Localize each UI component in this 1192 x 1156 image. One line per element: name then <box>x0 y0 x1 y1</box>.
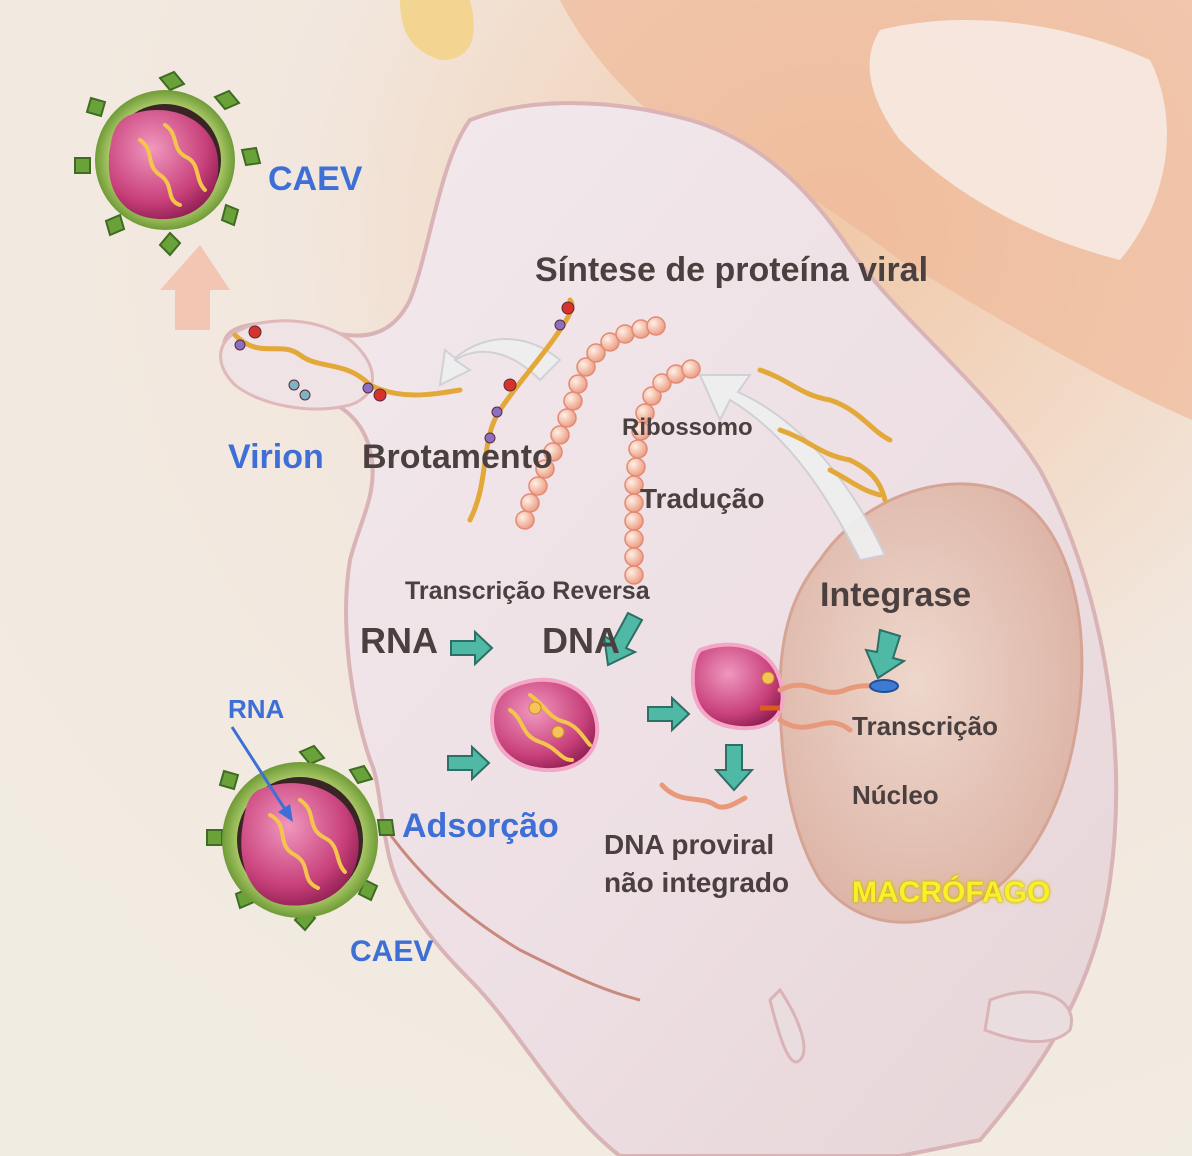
brotamento-label: Brotamento <box>362 440 553 474</box>
ribossomo-label: Ribossomo <box>622 416 753 440</box>
transcricao-label: Transcrição <box>852 713 998 739</box>
dna-label: DNA <box>542 623 620 659</box>
macrofago-label: MACRÓFAGO <box>852 878 1050 908</box>
rna-small-label: RNA <box>228 696 284 722</box>
pseudopod-right <box>985 992 1072 1042</box>
transcricao-reversa-label: Transcrição Reversa <box>405 579 650 604</box>
rna-label: RNA <box>360 623 438 659</box>
integrase-label: Integrase <box>820 578 971 612</box>
adsorcao-label: Adsorção <box>402 809 559 843</box>
internalized-capsid-1 <box>492 680 597 770</box>
sintese-title: Síntese de proteína viral <box>535 253 928 287</box>
dna-proviral-label-line2: não integrado <box>604 869 789 897</box>
caev-top-label: CAEV <box>268 162 362 196</box>
integrase-site <box>870 680 898 692</box>
caev-bottom-label: CAEV <box>350 937 433 967</box>
nucleo-label: Núcleo <box>852 782 939 808</box>
virion-label: Virion <box>228 440 324 474</box>
dna-proviral-label-line1: DNA proviral <box>604 831 774 859</box>
traducao-label: Tradução <box>640 485 764 513</box>
